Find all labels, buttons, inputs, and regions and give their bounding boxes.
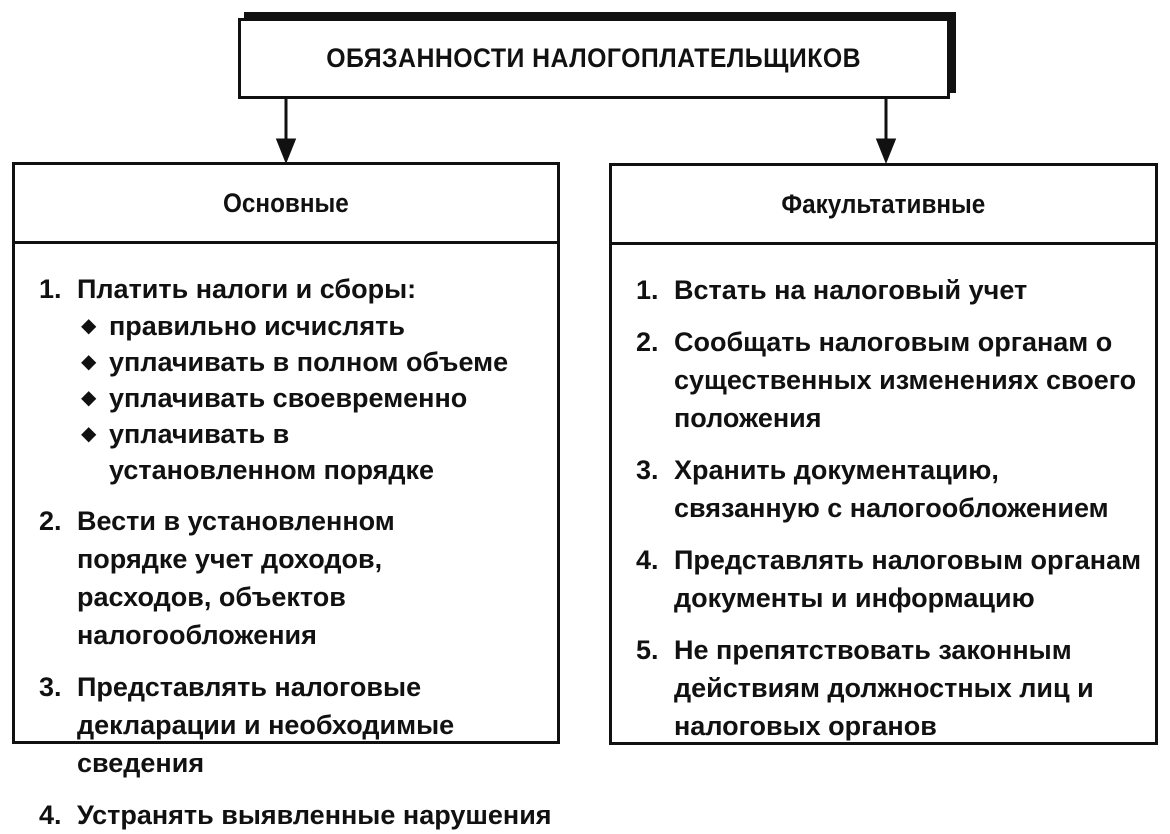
bullet-item: ◆ уплачивать в полном объеме [77,344,557,380]
left-item-3: 3. Представлять налоговые декларации и н… [39,672,455,778]
diamond-bullet-icon: ◆ [81,351,97,373]
diamond-bullet-icon: ◆ [81,387,97,409]
right-item-1: 1. Встать на налоговый учет [636,275,1028,305]
right-item-2: 2. Сообщать налоговым органам о существе… [636,327,1137,433]
left-column: Основные 1. Платить налоги и сборы: ◆ пр… [12,162,560,830]
arrow-right-head [875,138,897,165]
bullet-item: ◆ правильно исчислять [77,308,557,344]
bullet-item: ◆ уплачивать своевременно [77,380,557,416]
diagram-title: ОБЯЗАННОСТИ НАЛОГОПЛАТЕЛЬЩИКОВ [326,43,862,73]
left-item-1: 1. Платить налоги и сборы: ◆ правильно и… [15,270,557,488]
arrow-left-head [275,138,297,165]
right-item-4: 4. Представлять налоговым органам докуме… [636,545,1142,613]
left-column-header: Основные [15,165,557,244]
diamond-bullet-icon: ◆ [81,315,97,337]
left-item-2: 2. Вести в установленном порядке учет до… [39,506,395,650]
right-column-header: Факультативные [612,166,1155,245]
right-column: Факультативные 1. Встать на налоговый уч… [609,163,1158,745]
right-item-5: 5. Не препятствовать законным действиям … [636,635,1094,741]
diamond-bullet-icon: ◆ [81,423,97,445]
left-item-4: 4. Устранять выявленные нарушения [39,800,552,830]
right-item-3: 3. Хранить документацию, связанную с нал… [636,455,1109,523]
title-box: ОБЯЗАННОСТИ НАЛОГОПЛАТЕЛЬЩИКОВ [238,18,950,99]
left-item-1-bullets: ◆ правильно исчислять ◆ уплачивать в пол… [77,308,557,488]
bullet-item: ◆ уплачивать в установленном порядке [77,416,469,488]
